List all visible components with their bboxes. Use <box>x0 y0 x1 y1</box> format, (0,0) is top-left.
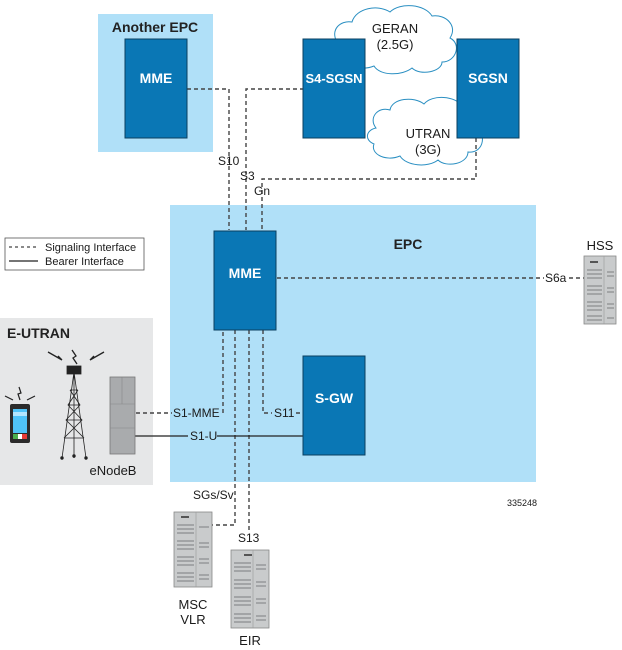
gn-line[interactable] <box>261 138 477 230</box>
mme-node[interactable] <box>213 230 277 331</box>
s11-label: S11 <box>274 406 295 420</box>
another-epc-label: Another EPC <box>112 19 198 35</box>
s3-label: S3 <box>240 169 255 183</box>
s1-mme-label: S1-MME <box>173 406 220 420</box>
sgs-sv-line[interactable] <box>212 330 236 526</box>
s4-sgsn-node[interactable] <box>302 38 366 139</box>
geran-generation-label: (2.5G) <box>377 37 414 52</box>
hss-label: HSS <box>587 238 614 253</box>
another-mme-node[interactable] <box>124 38 188 139</box>
another-mme-label: MME <box>140 70 173 86</box>
legend-bearer-label: Bearer Interface <box>45 256 124 268</box>
eir-label: EIR <box>239 633 261 648</box>
legend: Signaling Interface Bearer Interface <box>4 237 145 271</box>
gn-label: Gn <box>254 184 270 198</box>
s1-u-label: S1-U <box>190 429 217 443</box>
msc-label: MSC <box>179 597 208 612</box>
legend-signaling-label: Signaling Interface <box>45 242 136 254</box>
eir-server-icon[interactable] <box>230 549 270 629</box>
epc-label: EPC <box>394 236 423 252</box>
hss-server-icon[interactable] <box>583 255 617 325</box>
sgw-node[interactable] <box>302 355 366 456</box>
sgs-sv-label: SGs/Sv <box>193 488 234 502</box>
s4-sgsn-label: S4-SGSN <box>305 71 362 86</box>
sgsn-label: SGSN <box>468 70 508 86</box>
sgw-label: S-GW <box>315 390 354 406</box>
utran-label: UTRAN <box>406 126 451 141</box>
eutran-label: E-UTRAN <box>7 325 70 341</box>
cell-tower-icon <box>47 349 105 460</box>
mme-label: MME <box>229 265 262 281</box>
enodeb-label: eNodeB <box>90 463 137 478</box>
s6a-label: S6a <box>545 271 567 285</box>
utran-cloud: UTRAN (3G) <box>367 97 483 166</box>
s10-label: S10 <box>218 154 240 168</box>
figure-id: 335248 <box>507 498 537 508</box>
enodeb-icon[interactable] <box>109 376 136 455</box>
vlr-label: VLR <box>180 612 205 627</box>
signaling-lines <box>136 88 584 530</box>
s10-line[interactable] <box>187 88 230 230</box>
s3-line[interactable] <box>245 88 304 230</box>
sgsn-node[interactable] <box>456 38 520 139</box>
geran-label: GERAN <box>372 21 418 36</box>
utran-generation-label: (3G) <box>415 142 441 157</box>
s13-label: S13 <box>238 531 260 545</box>
mobile-phone-icon <box>4 386 36 443</box>
msc-vlr-server-icon[interactable] <box>173 511 213 588</box>
